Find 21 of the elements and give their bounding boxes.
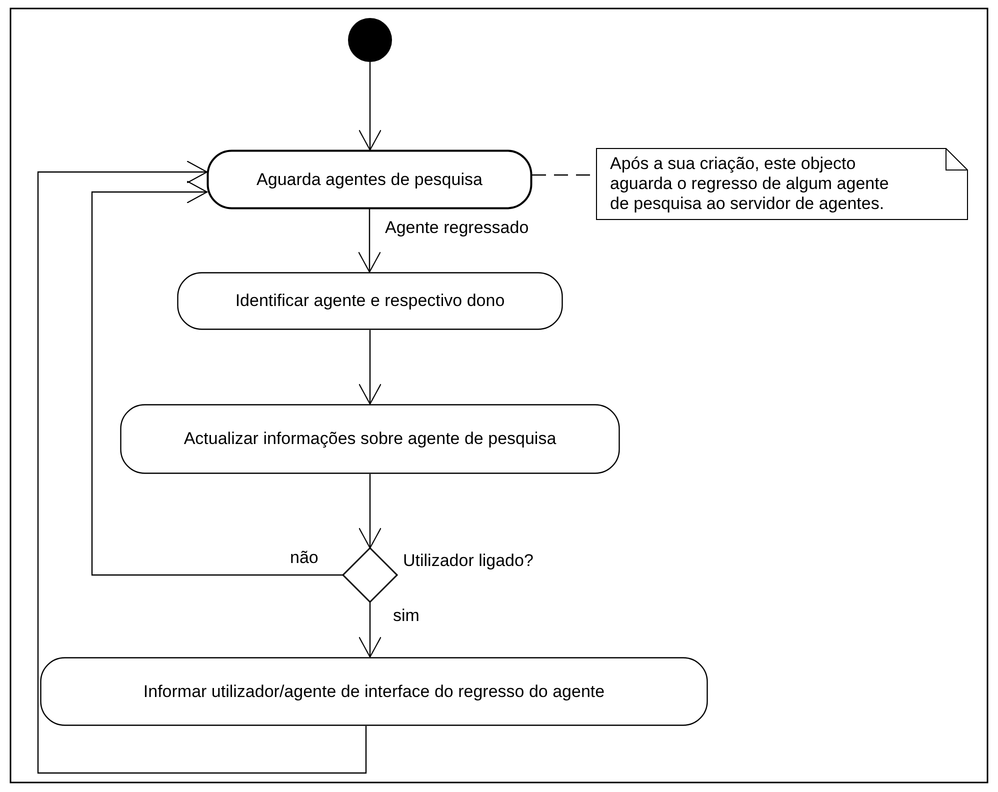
activity-label: Informar utilizador/agente de interface do regresso do agente [143, 682, 605, 702]
arrow [358, 602, 382, 658]
arrow [358, 209, 382, 273]
activity-box [120, 404, 620, 474]
activity-label: Actualizar informações sobre agente de pesquisa [184, 429, 556, 449]
note [596, 148, 968, 220]
decision-label: Utilizador ligado? [401, 551, 536, 571]
activity-box [40, 657, 708, 726]
arrow [358, 474, 382, 549]
activity-label: Identificar agente e respectivo dono [235, 291, 505, 311]
activity-label: Aguarda agentes de pesquisa [256, 170, 482, 190]
activity-box [177, 272, 563, 330]
arrow [37, 160, 367, 774]
start-node [348, 18, 392, 62]
arrow [91, 180, 343, 576]
arrow [358, 330, 382, 405]
decision-diamond [343, 548, 397, 602]
note-text: Após a sua criação, este objecto aguarda o regresso de algum agente de pesquisa ao servidor de agentes. [610, 154, 890, 214]
arrow [358, 62, 382, 151]
edge-label: Agente regressado [383, 218, 531, 238]
activity-box [207, 150, 532, 209]
